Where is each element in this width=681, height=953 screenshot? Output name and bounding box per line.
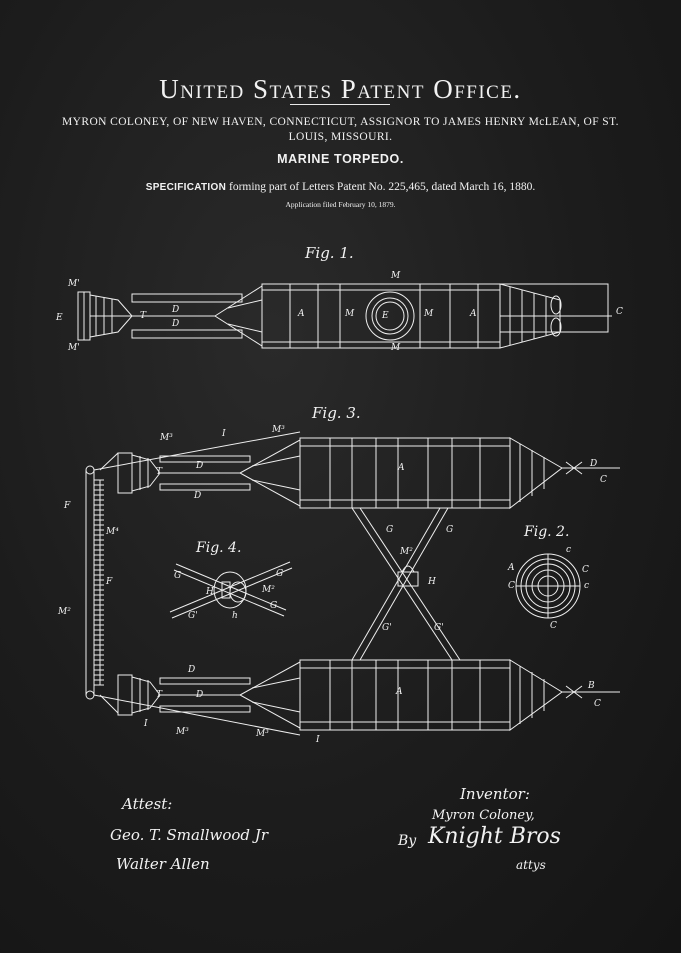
label-t-lower: T	[156, 690, 163, 700]
label-e-left: E	[55, 313, 63, 323]
label-m4: M⁴	[105, 527, 119, 537]
fig3-title: Fig. 3.	[311, 404, 361, 422]
label-b-lower: B	[587, 681, 595, 691]
label-c-lower: C	[594, 699, 601, 709]
label-m1-bottom: M'	[67, 343, 80, 353]
label-i-lower-2: I	[315, 735, 320, 745]
label-f-2: F	[105, 577, 113, 587]
inventor-signature: Myron Coloney,	[432, 808, 535, 823]
title-rule	[290, 104, 390, 105]
label-g-right: G	[446, 525, 453, 535]
label-c-fig2-3: C	[550, 621, 557, 631]
label-i-top: I	[221, 429, 226, 439]
label-gp-fig4: G'	[188, 611, 198, 621]
label-c-upper: C	[600, 475, 607, 485]
witness-signature-2: Walter Allen	[116, 855, 210, 873]
inventor-label: Inventor:	[460, 785, 530, 803]
label-c-small-1: c	[566, 545, 571, 555]
label-f: F	[63, 501, 71, 511]
label-m-1: M	[344, 309, 355, 319]
label-h-center: H	[427, 577, 436, 587]
label-d-2: D	[171, 319, 179, 329]
attys-label: attys	[516, 858, 546, 872]
fig1-title: Fig. 1.	[304, 244, 354, 262]
label-m3-lower-1: M³	[175, 727, 189, 737]
label-m2-fig4: M²	[261, 585, 275, 595]
label-g-fig4-1: G	[174, 571, 181, 581]
label-c-small-2: c	[584, 581, 589, 591]
label-d-lower-2: D	[195, 690, 203, 700]
office-title: United States Patent Office.	[159, 74, 522, 104]
label-m3-top-2: M³	[271, 425, 285, 435]
fig4-clamp-detail	[169, 561, 293, 619]
label-d-lower-1: D	[187, 665, 195, 675]
label-t-upper: T	[156, 467, 163, 477]
label-m-2: M	[423, 309, 434, 319]
fig2-title: Fig. 2.	[523, 524, 569, 540]
label-m2-left: M²	[57, 607, 71, 617]
label-t: T	[140, 311, 147, 321]
label-gp-right: G'	[434, 623, 444, 633]
label-d-upper-2: D	[193, 491, 201, 501]
label-m-bottom: M	[390, 343, 401, 353]
label-h-fig4: H	[205, 587, 214, 597]
label-g-left: G	[386, 525, 393, 535]
label-m-top: M	[390, 271, 401, 281]
label-d-upper-1: D	[195, 461, 203, 471]
label-a-lower: A	[395, 687, 403, 697]
label-d-upper-tail: D	[589, 459, 597, 469]
label-m1-top: M'	[67, 279, 80, 289]
label-a-1: A	[297, 309, 305, 319]
label-i-lower-1: I	[143, 719, 148, 729]
ladder-rungs	[94, 479, 104, 686]
label-g-fig4-3: G	[270, 601, 277, 611]
fig2-cross-section	[515, 553, 581, 619]
fig4-title: Fig. 4.	[195, 540, 241, 556]
application-filed: Application filed February 10, 1879.	[285, 200, 396, 209]
spec-lead: SPECIFICATION	[145, 182, 227, 193]
label-gp-left: G'	[382, 623, 392, 633]
label-a-fig2: A	[507, 563, 515, 573]
label-d-1: D	[171, 305, 179, 315]
fig1-torpedo-side-view	[77, 283, 612, 349]
inventors-line: MYRON COLONEY, OF NEW HAVEN, CONNECTICUT…	[62, 116, 619, 143]
attorney-signature: Knight Bros	[428, 824, 561, 849]
crossing-cables	[351, 507, 461, 661]
specification-line: SPECIFICATION forming part of Letters Pa…	[0, 181, 681, 193]
label-c-fig1: C	[616, 307, 623, 317]
invention-title: MARINE TORPEDO.	[277, 152, 404, 166]
label-m3-lower-2: M³	[255, 729, 269, 739]
label-h-small: h	[232, 611, 238, 621]
attest-label: Attest:	[122, 795, 173, 813]
label-e-center: E	[381, 311, 389, 321]
label-g-fig4-2: G	[276, 569, 283, 579]
witness-signature-1: Geo. T. Smallwood Jr	[110, 826, 268, 844]
label-c-fig2-2: C	[508, 581, 515, 591]
label-a-2: A	[469, 309, 477, 319]
label-c-fig2-1: C	[582, 565, 589, 575]
by-label: By	[398, 833, 417, 849]
fig3-torpedo-pair-plan	[85, 431, 620, 736]
spec-text: forming part of Letters Patent No. 225,4…	[226, 181, 536, 193]
label-m3-top: M³	[159, 433, 173, 443]
label-m2-center: M²	[399, 547, 413, 557]
label-a-upper: A	[397, 463, 405, 473]
